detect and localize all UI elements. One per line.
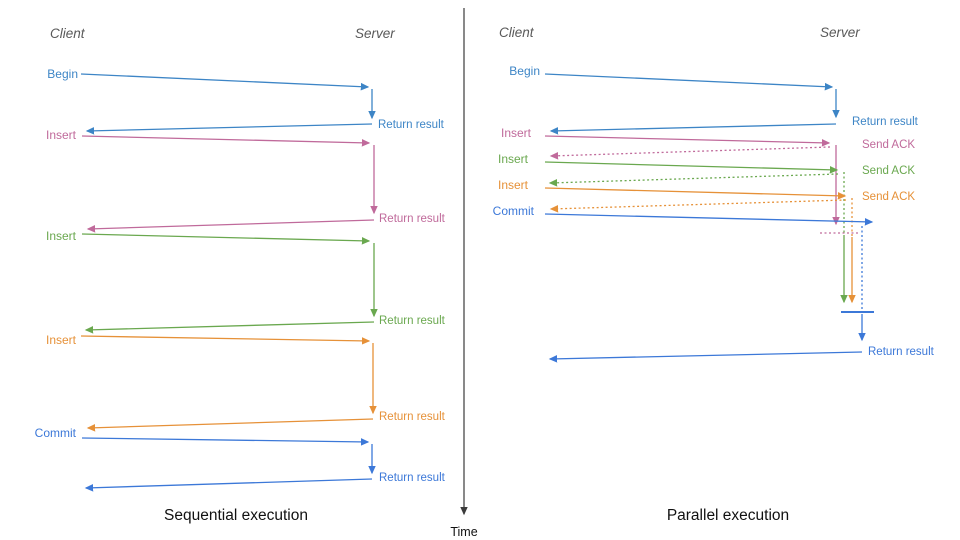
- left-op-insert2: Insert Return result: [46, 229, 446, 334]
- left-insert3-response-label: Return result: [379, 411, 446, 423]
- right-insert2-request-line: [544, 161, 839, 174]
- left-op-insert1: Insert Return result: [46, 128, 446, 233]
- left-begin-response-line: [85, 123, 373, 135]
- left-insert3-label: Insert: [46, 333, 77, 347]
- left-insert2-request-line: [81, 233, 371, 245]
- right-server-header: Server: [820, 25, 860, 40]
- left-insert2-response-label: Return result: [379, 315, 446, 327]
- right-op-insert3: Insert Send ACK: [498, 178, 915, 304]
- right-begin-label: Begin: [509, 64, 540, 78]
- right-commit-request-line: [544, 213, 874, 226]
- right-final-response-line: [548, 351, 863, 363]
- sequential-title: Sequential execution: [164, 507, 308, 524]
- time-axis-label: Time: [450, 525, 477, 539]
- right-op-commit: Commit Return result: [493, 204, 935, 363]
- right-insert2-label: Insert: [498, 152, 529, 166]
- right-op-insert1: Insert Send ACK: [501, 126, 915, 234]
- left-insert1-response-label: Return result: [379, 213, 446, 225]
- right-insert3-request-line: [544, 187, 847, 200]
- left-server-header: Server: [355, 26, 395, 41]
- right-insert1-request-line: [544, 135, 831, 147]
- right-begin-response-line: [549, 123, 837, 135]
- left-op-begin: Begin Return result: [47, 67, 445, 135]
- left-op-commit: Commit Return result: [35, 426, 446, 492]
- right-insert3-ack-line: [549, 199, 847, 213]
- right-begin-response-label: Return result: [852, 116, 919, 128]
- left-insert3-request-line: [80, 335, 371, 345]
- left-insert1-request-line: [81, 135, 371, 147]
- left-insert1-response-line: [86, 219, 375, 233]
- right-commit-label: Commit: [493, 204, 535, 218]
- right-final-response-label: Return result: [868, 346, 935, 358]
- left-commit-request-line: [81, 437, 370, 446]
- left-op-insert3: Insert Return result: [46, 333, 446, 432]
- left-insert1-label: Insert: [46, 128, 77, 142]
- left-insert2-response-line: [84, 321, 375, 334]
- right-op-begin: Begin Return result: [509, 64, 919, 135]
- sequential-panel: Client Server Begin Return result Insert…: [35, 26, 446, 524]
- left-begin-request-line: [80, 73, 370, 91]
- parallel-title: Parallel execution: [667, 507, 789, 524]
- right-insert3-ack-label: Send ACK: [862, 191, 915, 203]
- left-begin-label: Begin: [47, 67, 78, 81]
- left-insert2-label: Insert: [46, 229, 77, 243]
- right-client-header: Client: [499, 25, 535, 40]
- left-commit-response-label: Return result: [379, 472, 446, 484]
- left-insert3-response-line: [86, 418, 374, 432]
- left-commit-label: Commit: [35, 426, 77, 440]
- right-op-insert2: Insert Send ACK: [498, 152, 915, 304]
- right-insert2-ack-line: [548, 173, 839, 187]
- parallel-panel: Client Server Begin Return result Insert…: [493, 25, 935, 524]
- right-insert1-label: Insert: [501, 126, 532, 140]
- time-axis: Time: [450, 8, 478, 539]
- left-client-header: Client: [50, 26, 86, 41]
- right-insert1-ack-label: Send ACK: [862, 139, 915, 151]
- left-commit-response-line: [84, 478, 373, 492]
- right-insert3-label: Insert: [498, 178, 529, 192]
- left-begin-response-label: Return result: [378, 119, 445, 131]
- right-insert1-ack-line: [549, 146, 831, 160]
- right-insert2-ack-label: Send ACK: [862, 165, 915, 177]
- right-begin-request-line: [544, 73, 834, 91]
